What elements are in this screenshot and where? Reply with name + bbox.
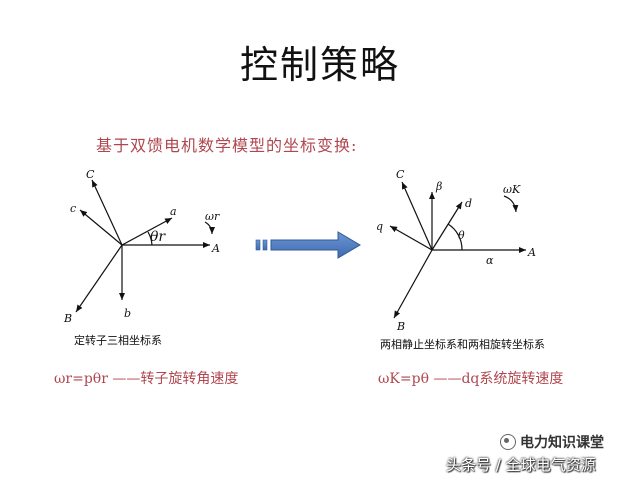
right-caption: 两相静止坐标系和两相旋转坐标系	[380, 338, 545, 351]
axis-C-right	[401, 181, 433, 251]
subtitle: 基于双馈电机数学模型的坐标变换:	[96, 136, 358, 155]
label-omega-k: ωK	[503, 183, 521, 196]
axis-B	[75, 244, 123, 313]
axis-c	[79, 209, 123, 246]
left-formula: ωr=pθr ——转子旋转角速度	[54, 371, 239, 387]
axis-d	[431, 201, 463, 251]
axis-a	[121, 217, 173, 246]
label-omega-r: ωr	[205, 210, 220, 223]
brand-logo-icon	[500, 434, 516, 450]
label-a: a	[170, 205, 177, 218]
label-C-right: C	[396, 168, 405, 181]
label-q: q	[376, 220, 383, 233]
axis-C	[91, 179, 123, 246]
label-C: C	[86, 168, 95, 181]
rotation-arrow	[204, 221, 215, 235]
right-formula: ωK=pθ ——dq系统旋转速度	[378, 371, 564, 387]
page-title: 控制策略	[239, 43, 400, 87]
label-alpha: α	[486, 254, 494, 267]
left-caption: 定转子三相坐标系	[74, 334, 162, 347]
label-A: A	[211, 242, 220, 255]
axis-q	[389, 225, 433, 251]
transform-arrow-icon	[255, 231, 361, 259]
three-phase-diagram: C c a A B b θr ωr	[63, 168, 220, 325]
label-c: c	[70, 202, 76, 215]
label-theta-r: θr	[150, 229, 166, 245]
rotation-arrow-right	[503, 195, 519, 213]
label-beta: β	[435, 180, 442, 193]
label-d: d	[465, 197, 472, 210]
label-A-right: A	[527, 246, 536, 259]
label-B: B	[63, 312, 72, 325]
label-theta: θ	[458, 229, 465, 242]
label-B-right: B	[396, 320, 405, 333]
axis-B-right	[393, 249, 433, 319]
watermark-brand: 电力知识课堂	[500, 432, 604, 452]
watermark-source: 头条号 / 全球电气资源	[446, 456, 596, 474]
label-b: b	[124, 307, 131, 320]
theta-arc-right	[447, 223, 463, 251]
theta-arc	[147, 231, 153, 246]
two-phase-diagram: C β d q θ α A B ωK	[376, 168, 536, 333]
